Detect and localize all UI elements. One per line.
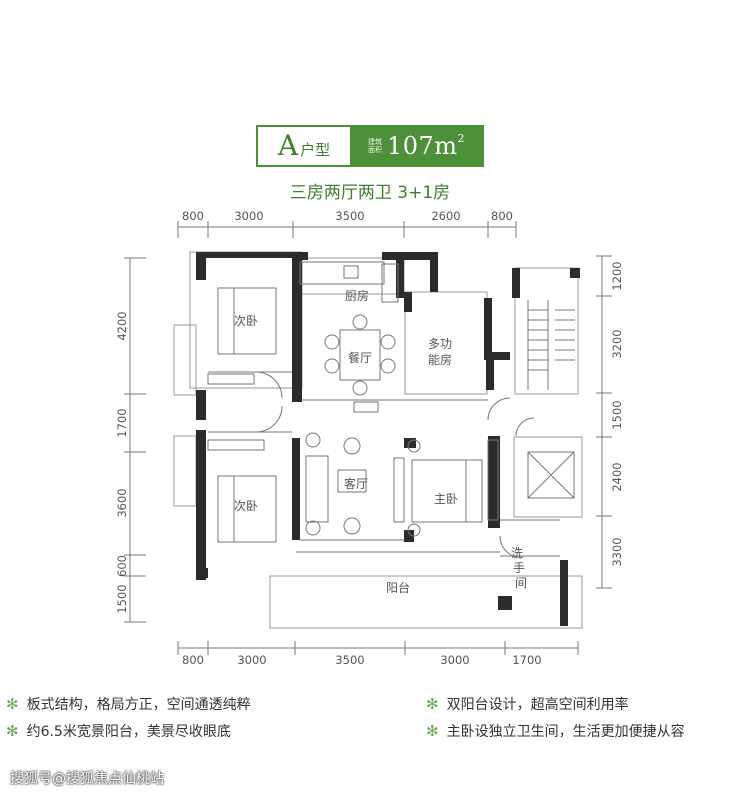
room-wash-1: 洗: [511, 546, 523, 560]
plan-title-box: A 户型 建筑面积 107m2: [256, 125, 484, 167]
plan-type-label: A 户型: [258, 127, 350, 165]
room-dining: 餐厅: [348, 350, 372, 365]
room-bedroom-top: 次卧: [234, 314, 258, 328]
dim-top-1: 800: [182, 209, 204, 223]
dim-top-5: 800: [491, 209, 513, 223]
dim-left-3: 3600: [115, 488, 129, 517]
dim-right-1: 1200: [610, 261, 624, 290]
dim-right-4: 2400: [610, 462, 624, 491]
room-multi-line2: 能房: [428, 352, 452, 367]
room-bedroom-bottom: 次卧: [234, 499, 258, 513]
dim-bottom-2: 3000: [237, 653, 266, 667]
area-value: 107m2: [386, 132, 466, 160]
dim-left-4: 600: [115, 555, 129, 577]
dim-bottom-3: 3500: [335, 653, 364, 667]
room-wash-2: 手: [513, 561, 525, 575]
features-right: ✻双阳台设计，超高空间利用率 ✻主卧设独立卫生间，生活更加便捷从容: [426, 690, 685, 744]
dim-right-3: 1500: [610, 400, 624, 429]
room-master: 主卧: [434, 492, 458, 506]
dim-top-4: 2600: [431, 209, 460, 223]
dim-top-2: 3000: [234, 209, 263, 223]
watermark: 搜狐号@搜狐焦点仙桃站: [10, 771, 164, 787]
dim-right-2: 3200: [610, 329, 624, 358]
interior-lines: [207, 261, 575, 559]
dining-chairs: [305, 314, 421, 537]
room-multi-line1: 多功: [428, 337, 452, 351]
room-living: 客厅: [344, 476, 368, 491]
dim-right-5: 3300: [610, 537, 624, 566]
bullet-icon: ✻: [6, 694, 19, 713]
dim-bottom-1: 800: [182, 653, 204, 667]
feature-right-1: ✻双阳台设计，超高空间利用率: [426, 694, 629, 713]
room-balcony: 阳台: [386, 580, 410, 595]
features-left: ✻板式结构，格局方正，空间通透纯粹 ✻约6.5米宽景阳台，美景尽收眼底: [6, 690, 251, 744]
dim-bottom-5: 1700: [512, 653, 541, 667]
dim-top-3: 3500: [335, 209, 364, 223]
dim-left-2: 1700: [115, 408, 129, 437]
bullet-icon: ✻: [426, 721, 439, 740]
feature-left-1: ✻板式结构，格局方正，空间通透纯粹: [6, 694, 251, 713]
dim-bottom-4: 3000: [440, 653, 469, 667]
plan-type-text: 户型: [300, 140, 331, 159]
room-kitchen: 厨房: [345, 288, 369, 303]
bullet-icon: ✻: [426, 694, 439, 713]
area-badge: 建筑面积 107m2: [350, 127, 482, 165]
room-wash-3: 间: [515, 576, 527, 590]
layout-subtitle: 三房两厅两卫 3+1房: [289, 183, 451, 203]
walls: [196, 252, 580, 626]
dim-left-5: 1500: [115, 584, 129, 613]
area-tag: 建筑面积: [367, 138, 382, 154]
feature-right-2: ✻主卧设独立卫生间，生活更加便捷从容: [426, 721, 685, 740]
bullet-icon: ✻: [6, 721, 19, 740]
floor-plan: 800 3000 3500 2600 800 800 3000 3500 300…: [115, 209, 624, 667]
dim-left-1: 4200: [115, 311, 129, 340]
dimension-lines: [124, 221, 612, 655]
plan-letter: A: [277, 129, 299, 162]
feature-left-2: ✻约6.5米宽景阳台，美景尽收眼底: [6, 721, 231, 740]
